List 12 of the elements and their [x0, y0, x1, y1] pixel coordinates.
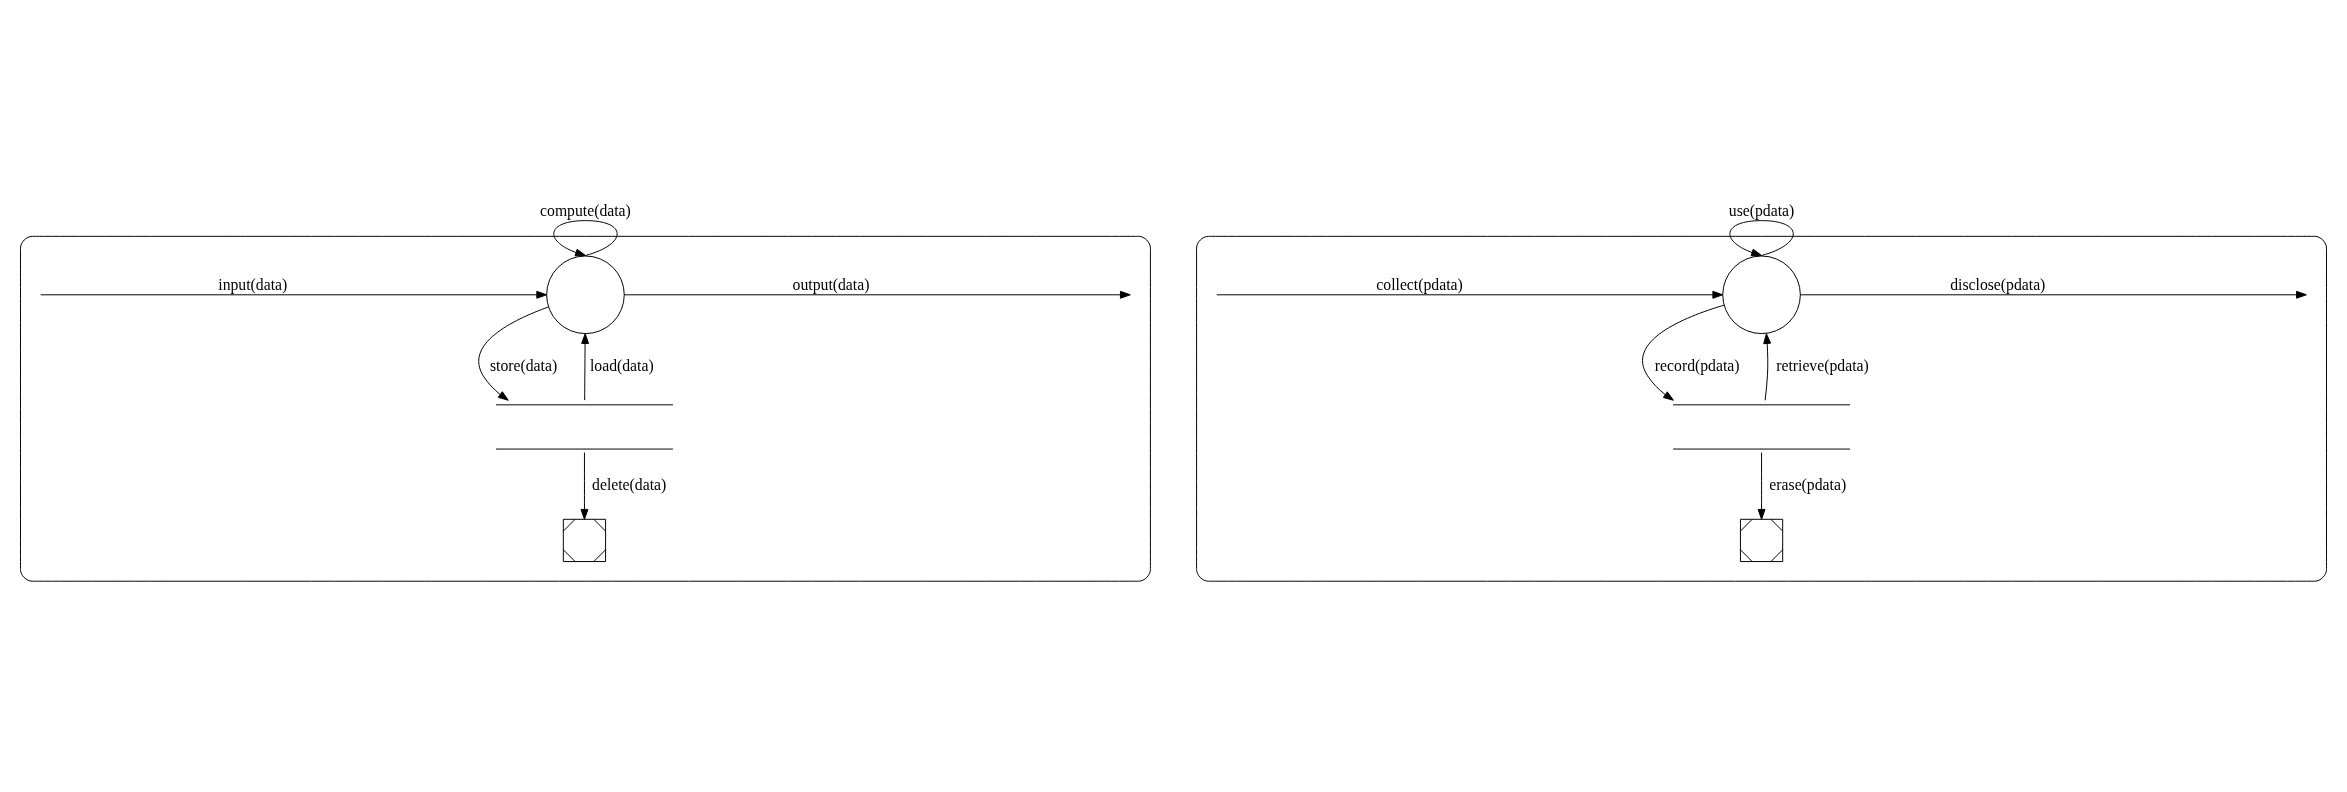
edge-label: erase(pdata)	[1769, 475, 1847, 493]
edge-label: output(data)	[792, 275, 870, 293]
edge-label: record(pdata)	[1654, 356, 1740, 374]
edge-label: input(data)	[218, 275, 288, 293]
edge-label: delete(data)	[592, 475, 667, 493]
edge-label: use(pdata)	[1728, 201, 1795, 219]
edge-label: disclose(pdata)	[1950, 275, 2046, 293]
edge-label: collect(pdata)	[1376, 275, 1463, 293]
edge-label: retrieve(pdata)	[1776, 356, 1869, 374]
edge-label: store(data)	[489, 356, 558, 374]
edge-label: compute(data)	[540, 201, 631, 219]
edge-label: load(data)	[589, 356, 654, 374]
